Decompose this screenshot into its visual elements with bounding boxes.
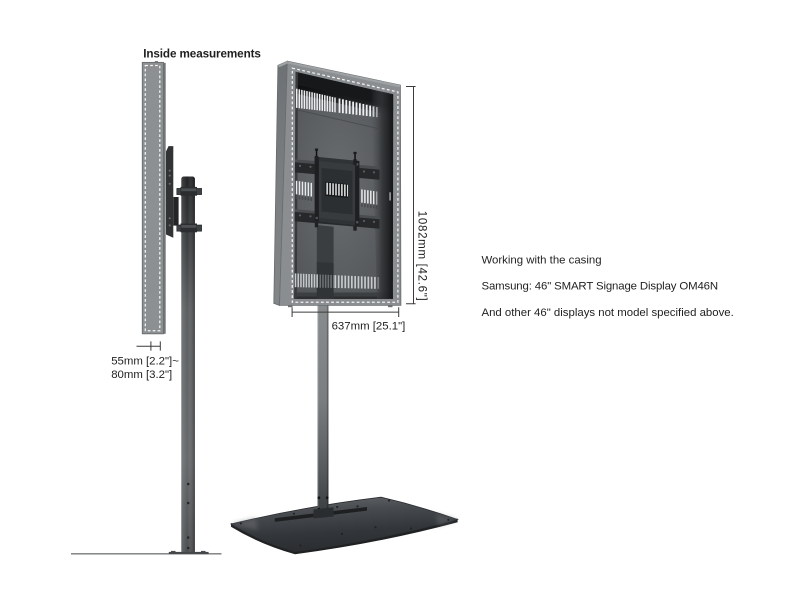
svg-text:Inside measurements: Inside measurements	[143, 47, 261, 60]
svg-text:637mm [25.1"]: 637mm [25.1"]	[332, 321, 406, 333]
svg-text:Samsung: 46" SMART Signage Dis: Samsung: 46" SMART Signage Display OM46N	[482, 281, 718, 293]
svg-text:80mm [3.2"]: 80mm [3.2"]	[111, 369, 172, 381]
svg-text:55mm [2.2"]~: 55mm [2.2"]~	[111, 355, 179, 367]
svg-text:1082mm [42.6"]: 1082mm [42.6"]	[416, 211, 428, 302]
svg-text:And other 46" displays not mod: And other 46" displays not model specifi…	[482, 307, 734, 319]
svg-text:Working with the casing: Working with the casing	[482, 255, 602, 267]
